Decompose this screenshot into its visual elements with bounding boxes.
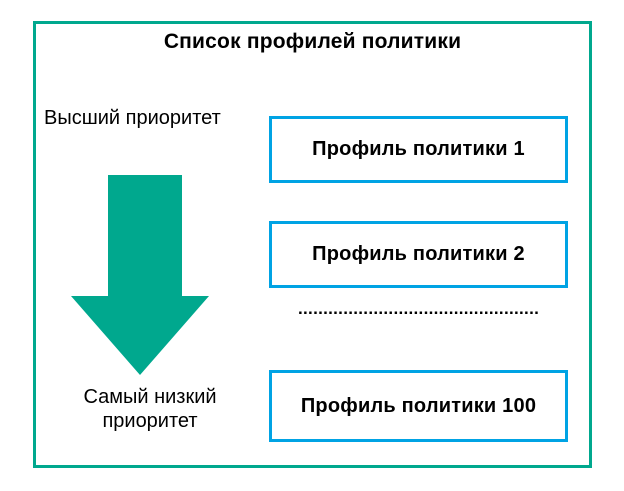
policy-profile-label: Профиль политики 2	[312, 243, 525, 265]
policy-profile-label: Профиль политики 1	[312, 138, 525, 160]
priority-down-arrow-icon	[71, 175, 209, 375]
diagram-title: Список профилей политики	[163, 30, 462, 53]
policy-profile-box-2: Профиль политики 2	[269, 221, 568, 288]
policy-profile-box-1: Профиль политики 1	[269, 116, 568, 183]
lowest-priority-label: Самый низкий приоритет	[83, 386, 217, 432]
policy-profile-box-100: Профиль политики 100	[269, 370, 568, 442]
highest-priority-label: Высший приоритет	[44, 107, 221, 129]
policy-profile-label: Профиль политики 100	[300, 394, 537, 417]
ellipsis-separator: ........................................…	[298, 299, 540, 318]
